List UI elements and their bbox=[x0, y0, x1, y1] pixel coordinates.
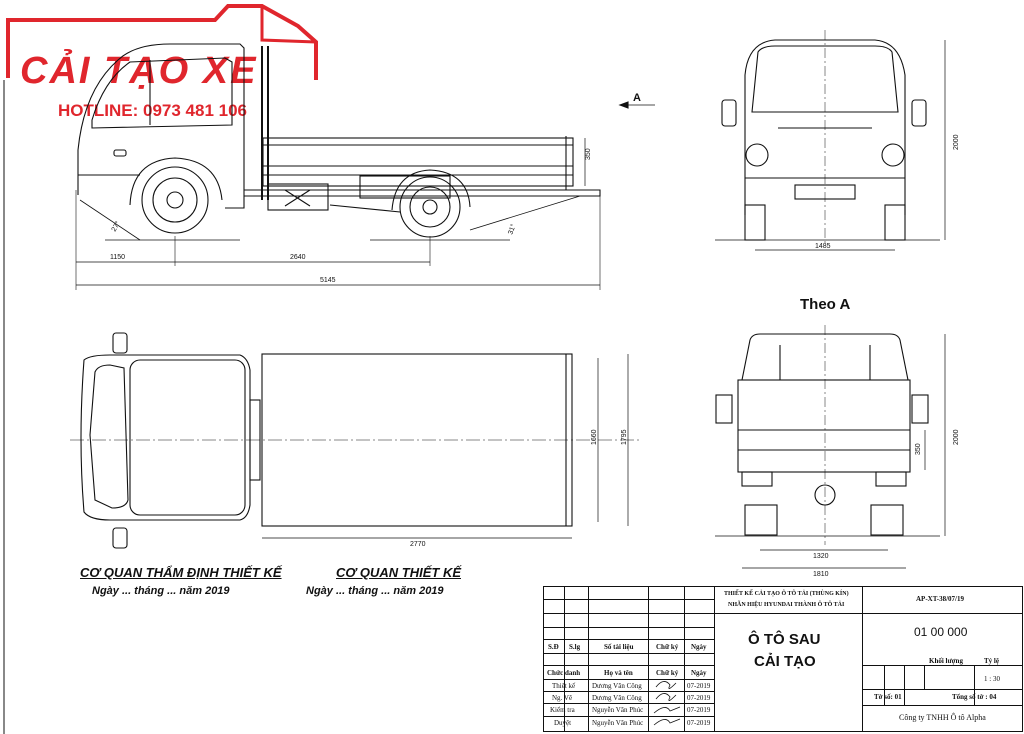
dim-rear-height: 2000 bbox=[953, 429, 960, 445]
dim-approach-angle: 27° bbox=[110, 220, 122, 233]
rev-header-date: Ngày bbox=[691, 643, 707, 651]
dim-inner-width: 1660 bbox=[591, 429, 598, 445]
tb-header-line2: NHÃN HIỆU HYUNDAI THÀNH Ô TÔ TẢI bbox=[728, 602, 845, 608]
agency-date-1: Ngày ... tháng ... năm 2019 bbox=[92, 585, 230, 597]
front-view bbox=[715, 30, 946, 251]
hotline-text: HOTLINE: 0973 481 106 bbox=[58, 101, 247, 120]
tb-mass-label: Khối lượng bbox=[929, 657, 963, 665]
rev-header-sd: S.Đ bbox=[548, 643, 559, 651]
dim-rear-outer-width: 1810 bbox=[813, 571, 829, 578]
tb-title-2: CẢI TẠO bbox=[754, 653, 816, 670]
tb-sheet-label: Tờ số: 01 bbox=[874, 693, 902, 701]
agency-date-2: Ngày ... tháng ... năm 2019 bbox=[306, 585, 444, 597]
dim-bed-height: 350 bbox=[585, 148, 592, 160]
staff-date: 07-2019 bbox=[687, 706, 711, 714]
tb-scale-label: Tỷ lệ bbox=[984, 657, 999, 665]
staff-header-role: Chức danh bbox=[547, 669, 581, 677]
staff-name: Nguyễn Văn Phúc bbox=[592, 706, 644, 714]
dim-front-height: 2000 bbox=[953, 134, 960, 150]
dim-wheelbase: 2640 bbox=[290, 254, 306, 261]
rear-view-title: Theo A bbox=[800, 296, 851, 313]
logo-text: CẢI TẠO XE bbox=[20, 50, 258, 92]
dim-overall-length: 5145 bbox=[320, 277, 336, 284]
top-view bbox=[70, 332, 640, 549]
dim-rear-side-height: 350 bbox=[915, 443, 922, 455]
staff-header-name: Họ và tên bbox=[604, 669, 633, 677]
staff-role: Duyệt bbox=[554, 719, 572, 727]
tb-code: AP-XT-38/07/19 bbox=[916, 595, 964, 603]
agency-title-2: CƠ QUAN THIẾT KẾ bbox=[336, 565, 461, 580]
section-marker: A bbox=[633, 92, 641, 104]
staff-name: Dương Văn Công bbox=[592, 694, 642, 702]
logo-truck-icon bbox=[6, 4, 318, 80]
tb-scale-value: 1 : 30 bbox=[984, 675, 1000, 683]
signature-icon bbox=[653, 681, 681, 726]
staff-name: Nguyễn Văn Phúc bbox=[592, 719, 644, 727]
dim-bed-length: 2770 bbox=[410, 541, 426, 548]
title-block: THIẾT KẾ CẢI TẠO Ô TÔ TẢI (THÙNG KÍN) NH… bbox=[543, 586, 1023, 732]
dim-front-track: 1485 bbox=[815, 243, 831, 250]
staff-date: 07-2019 bbox=[687, 682, 711, 690]
side-view bbox=[75, 43, 655, 290]
staff-header-date: Ngày bbox=[691, 669, 707, 677]
tb-title-1: Ô TÔ SAU bbox=[748, 631, 821, 648]
dim-outer-width: 1795 bbox=[621, 429, 628, 445]
staff-name: Dương Văn Công bbox=[592, 682, 642, 690]
rear-view bbox=[715, 325, 946, 569]
dim-departure-angle: 31° bbox=[506, 223, 517, 236]
staff-header-sign: Chữ ký bbox=[656, 669, 679, 677]
dim-front-overhang: 1150 bbox=[110, 254, 125, 261]
staff-role: Thiết kế bbox=[552, 682, 576, 690]
tb-sheet-total: Tổng số tờ : 04 bbox=[952, 693, 997, 701]
tb-company: Công ty TNHH Ô tô Alpha bbox=[899, 713, 986, 722]
rev-header-slg: S.lg bbox=[569, 643, 581, 651]
tb-header-line1: THIẾT KẾ CẢI TẠO Ô TÔ TẢI (THÙNG KÍN) bbox=[724, 591, 849, 597]
rev-header-sign: Chữ ký bbox=[656, 643, 679, 651]
staff-role: Ng. Vẽ bbox=[552, 694, 573, 702]
staff-date: 07-2019 bbox=[687, 719, 711, 727]
tb-drawing-number: 01 00 000 bbox=[914, 625, 968, 639]
dim-rear-inner-track: 1320 bbox=[813, 553, 829, 560]
agency-title-1: CƠ QUAN THẨM ĐỊNH THIẾT KẾ bbox=[80, 565, 282, 580]
rev-header-doc: Số tài liệu bbox=[604, 643, 634, 651]
staff-date: 07-2019 bbox=[687, 694, 711, 702]
staff-role: Kiểm tra bbox=[550, 706, 575, 714]
